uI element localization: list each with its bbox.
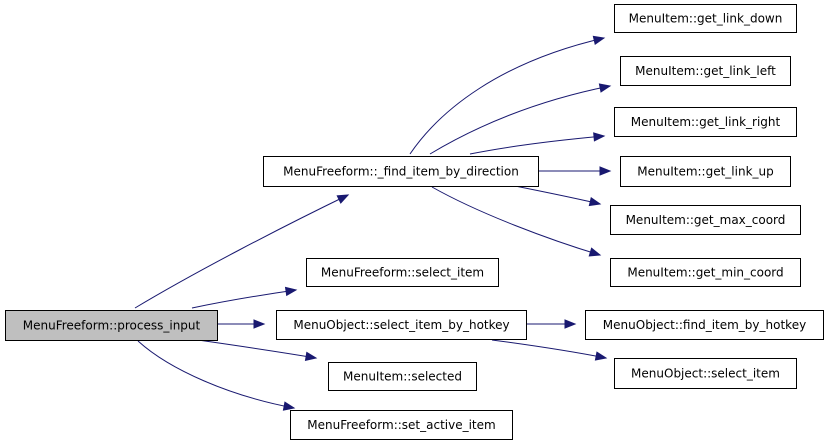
node-label: MenuItem::get_link_down <box>629 12 783 26</box>
edge-process_input-to-find_item_by_direction <box>134 194 350 309</box>
edge-line <box>431 186 601 256</box>
node-get-link-right[interactable]: MenuItem::get_link_right <box>614 107 797 137</box>
node-box <box>610 205 801 235</box>
node-label: MenuObject::select_item_by_hotkey <box>293 318 509 332</box>
node-label: MenuItem::selected <box>343 370 462 384</box>
node-label: MenuFreeform::process_input <box>23 319 201 333</box>
edge-arrowhead <box>598 83 612 93</box>
edge-arrowhead <box>564 319 577 329</box>
node-select-item-by-hotkey[interactable]: MenuObject::select_item_by_hotkey <box>276 310 527 340</box>
node-get-max-coord[interactable]: MenuItem::get_max_coord <box>610 205 801 235</box>
node-label: MenuFreeform::select_item <box>321 266 484 280</box>
node-find-item-by-hotkey[interactable]: MenuObject::find_item_by_hotkey <box>585 310 824 340</box>
node-label: MenuItem::get_link_up <box>637 165 774 179</box>
edge-line <box>409 37 605 155</box>
node-set-active-item[interactable]: MenuFreeform::set_active_item <box>290 410 513 440</box>
node-box <box>614 358 797 389</box>
edge-process_input-to-selected <box>197 339 318 361</box>
node-box <box>328 362 477 391</box>
node-label: MenuItem::get_link_left <box>635 64 776 78</box>
node-box <box>610 258 801 287</box>
node-get-link-down[interactable]: MenuItem::get_link_down <box>614 4 797 33</box>
edge-find_item_by_direction-to-get_min_coord <box>431 186 602 257</box>
edge-line <box>137 340 295 409</box>
edge-arrowhead <box>282 401 296 411</box>
node-get-min-coord[interactable]: MenuItem::get_min_coord <box>610 258 801 287</box>
edge-line <box>514 185 601 205</box>
edge-arrowhead <box>284 286 298 297</box>
node-box <box>620 156 791 187</box>
node-label: MenuFreeform::set_active_item <box>307 418 495 432</box>
node-selected[interactable]: MenuItem::selected <box>328 362 477 391</box>
edge-process_input-to-ff_select_item <box>191 286 298 309</box>
node-ff-select-item[interactable]: MenuFreeform::select_item <box>306 258 499 287</box>
node-mo-select-item[interactable]: MenuObject::select_item <box>614 358 797 389</box>
node-box <box>585 310 824 340</box>
edge-find_item_by_direction-to-get_link_down <box>409 35 606 155</box>
edge-arrowhead <box>588 196 602 207</box>
node-box <box>306 258 499 287</box>
node-box <box>263 156 539 187</box>
node-find-item-by-direction[interactable]: MenuFreeform::_find_item_by_direction <box>263 156 539 187</box>
node-label: MenuObject::find_item_by_hotkey <box>603 318 806 332</box>
nodes-layer: MenuFreeform::process_inputMenuFreeform:… <box>5 4 824 440</box>
node-box <box>614 107 797 137</box>
edge-arrowhead <box>336 194 350 204</box>
edge-find_item_by_direction-to-get_link_right <box>469 132 606 155</box>
node-box <box>5 310 218 341</box>
edge-arrowhead <box>304 351 318 361</box>
node-box <box>620 56 791 86</box>
node-box <box>614 4 797 33</box>
edge-line <box>134 194 349 309</box>
node-process-input[interactable]: MenuFreeform::process_input <box>5 310 218 341</box>
edge-find_item_by_direction-to-get_link_left <box>429 83 612 155</box>
node-get-link-up[interactable]: MenuItem::get_link_up <box>620 156 791 187</box>
node-label: MenuItem::get_link_right <box>631 115 781 129</box>
node-label: MenuFreeform::_find_item_by_direction <box>283 165 519 179</box>
node-get-link-left[interactable]: MenuItem::get_link_left <box>620 56 791 86</box>
node-label: MenuObject::select_item <box>631 367 780 381</box>
edge-line <box>191 289 297 309</box>
edge-arrowhead <box>592 35 606 45</box>
edge-arrowhead <box>593 132 606 142</box>
node-box <box>276 310 527 340</box>
node-box <box>290 410 513 440</box>
edge-select_item_by_hotkey-to-mo_select_item <box>491 339 608 361</box>
edge-process_input-to-select_item_by_hotkey <box>217 319 266 329</box>
edges-layer <box>134 35 612 411</box>
node-label: MenuItem::get_min_coord <box>627 266 783 280</box>
edge-arrowhead <box>594 351 608 361</box>
edge-line <box>469 135 605 155</box>
edge-arrowhead <box>253 319 266 329</box>
edge-find_item_by_direction-to-get_link_up <box>538 166 612 176</box>
edge-select_item_by_hotkey-to-find_item_by_hotkey <box>526 319 577 329</box>
edge-process_input-to-set_active_item <box>137 340 296 411</box>
edge-line <box>429 85 611 155</box>
edge-find_item_by_direction-to-get_max_coord <box>514 185 602 207</box>
edge-line <box>197 339 317 359</box>
edge-arrowhead <box>599 166 612 176</box>
node-label: MenuItem::get_max_coord <box>626 213 786 227</box>
edge-line <box>491 339 607 359</box>
edge-arrowhead <box>588 247 602 257</box>
